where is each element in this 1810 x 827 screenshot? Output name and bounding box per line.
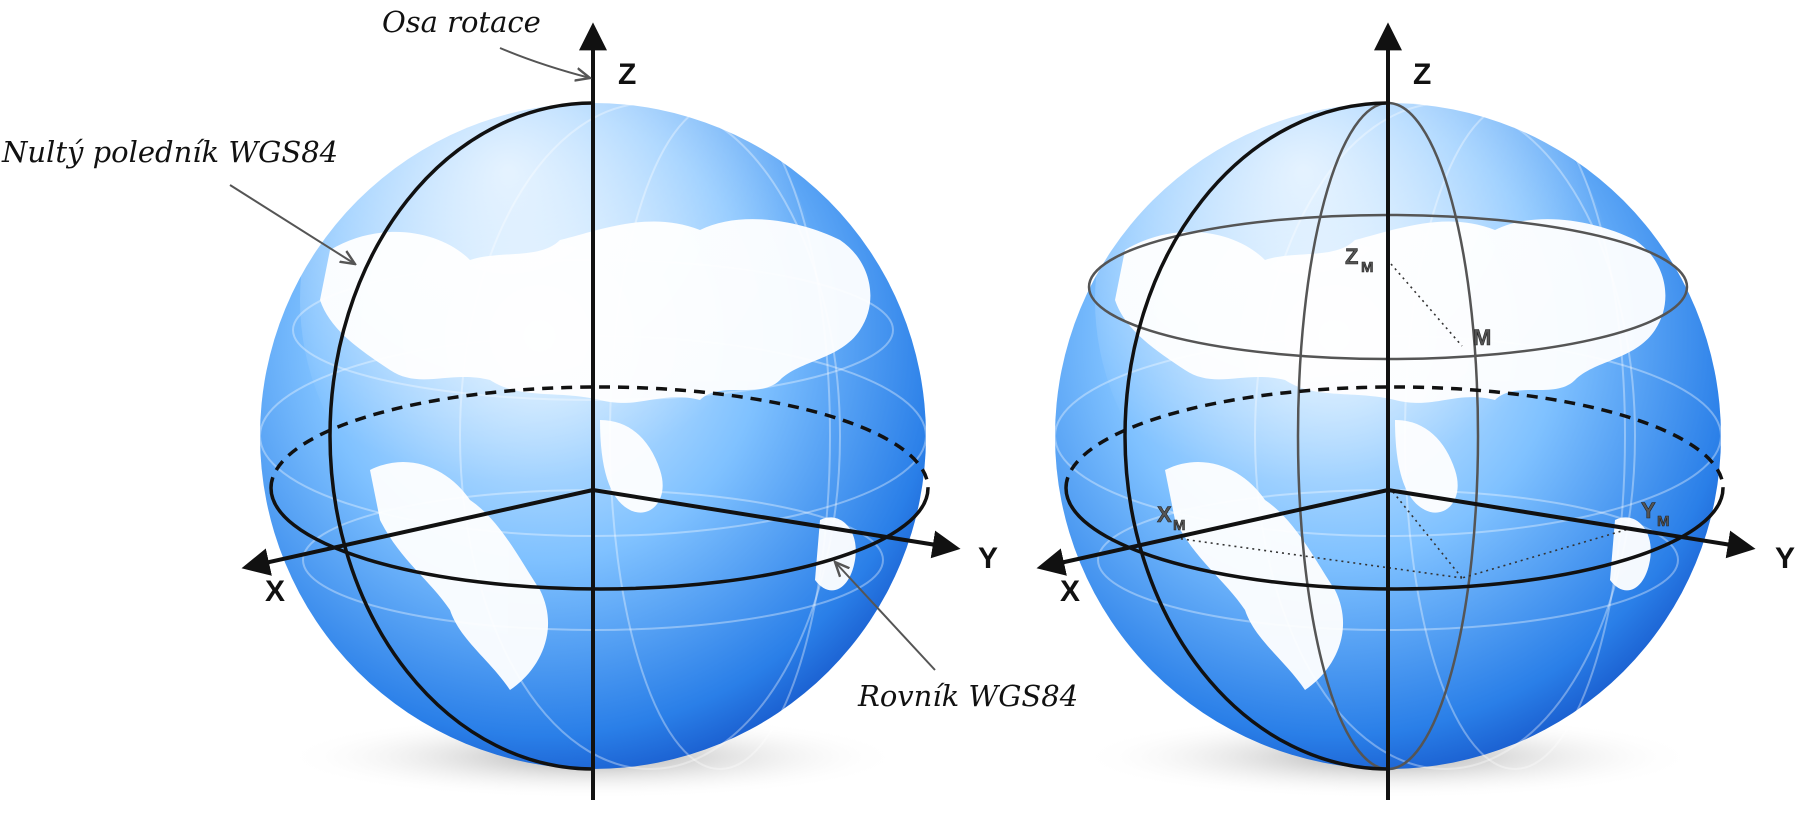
prime-meridian-label: Nultý poledník WGS84 xyxy=(1,135,338,169)
globe-shine xyxy=(1095,40,1615,560)
equator-back xyxy=(1064,385,1725,489)
y-component-subscript: M xyxy=(1657,513,1670,530)
y-axis-label: Y xyxy=(1775,542,1795,575)
left-globe: Z X Y Osa rotace Nultý poledník WGS84 Ro… xyxy=(1,5,1078,800)
rotation-axis-label: Osa rotace xyxy=(382,5,541,39)
equator-pointer xyxy=(835,562,936,671)
x-axis xyxy=(241,488,594,576)
y-axis xyxy=(1387,488,1756,559)
point-m-label: M xyxy=(1473,325,1492,351)
prime-meridian-pointer xyxy=(229,184,355,264)
x-axis-label: X xyxy=(265,575,285,608)
x-axis xyxy=(1036,488,1389,576)
z-axis-label: Z xyxy=(618,58,636,91)
right-globe: Z X Y M Z M X M Y M xyxy=(1036,22,1795,800)
x-m-label: X M xyxy=(1157,502,1186,535)
globe-shine xyxy=(300,40,820,560)
x-component: X xyxy=(1157,502,1172,527)
z-component: Z xyxy=(1345,244,1358,269)
y-axis-label: Y xyxy=(978,542,998,575)
rotation-axis-pointer xyxy=(499,47,590,78)
y-m-label: Y M xyxy=(1641,498,1670,531)
z-m-label: Z M xyxy=(1345,244,1374,277)
y-component: Y xyxy=(1641,498,1656,523)
y-axis xyxy=(592,488,961,559)
projection-lines xyxy=(1174,263,1633,579)
z-axis-label: Z xyxy=(1413,58,1431,91)
x-component-subscript: M xyxy=(1173,517,1186,534)
equator-back xyxy=(269,385,930,489)
x-axis-label: X xyxy=(1060,575,1080,608)
prime-meridian xyxy=(1123,101,1389,771)
z-component-subscript: M xyxy=(1361,259,1374,276)
equator-label: Rovník WGS84 xyxy=(857,679,1078,713)
point-m: M xyxy=(1473,325,1491,350)
prime-meridian xyxy=(328,101,594,771)
